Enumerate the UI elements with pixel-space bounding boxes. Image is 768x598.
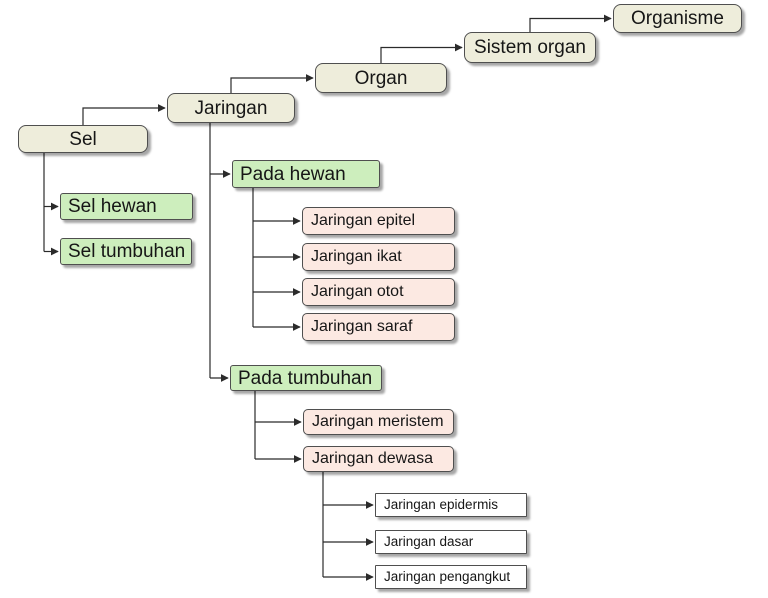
node-sel-tumbuhan: Sel tumbuhan <box>60 238 192 265</box>
node-jaringan-epidermis: Jaringan epidermis <box>375 493 527 517</box>
node-jaringan-epitel: Jaringan epitel <box>302 207 455 235</box>
node-sel: Sel <box>18 125 148 153</box>
node-jaringan-ikat: Jaringan ikat <box>302 243 455 271</box>
connector-sistemorgan-organisme <box>529 14 612 32</box>
connector-sel-jaringan <box>82 104 166 125</box>
node-jaringan: Jaringan <box>167 93 295 123</box>
node-pada-tumbuhan: Pada tumbuhan <box>230 365 382 391</box>
node-organ: Organ <box>315 63 447 93</box>
node-jaringan-otot: Jaringan otot <box>302 278 455 306</box>
node-jaringan-pengangkut: Jaringan pengangkut <box>375 565 527 589</box>
node-sistem-organ: Sistem organ <box>464 32 596 63</box>
connector-organ-sistemorgan <box>380 43 463 63</box>
node-organisme: Organisme <box>613 4 742 33</box>
node-pada-hewan: Pada hewan <box>232 160 380 188</box>
node-jaringan-dewasa: Jaringan dewasa <box>303 446 454 472</box>
node-jaringan-meristem: Jaringan meristem <box>303 409 454 435</box>
node-jaringan-saraf: Jaringan saraf <box>302 313 455 341</box>
node-sel-hewan: Sel hewan <box>60 193 193 220</box>
connector-jaringan-organ <box>230 74 314 93</box>
node-jaringan-dasar: Jaringan dasar <box>375 530 527 554</box>
